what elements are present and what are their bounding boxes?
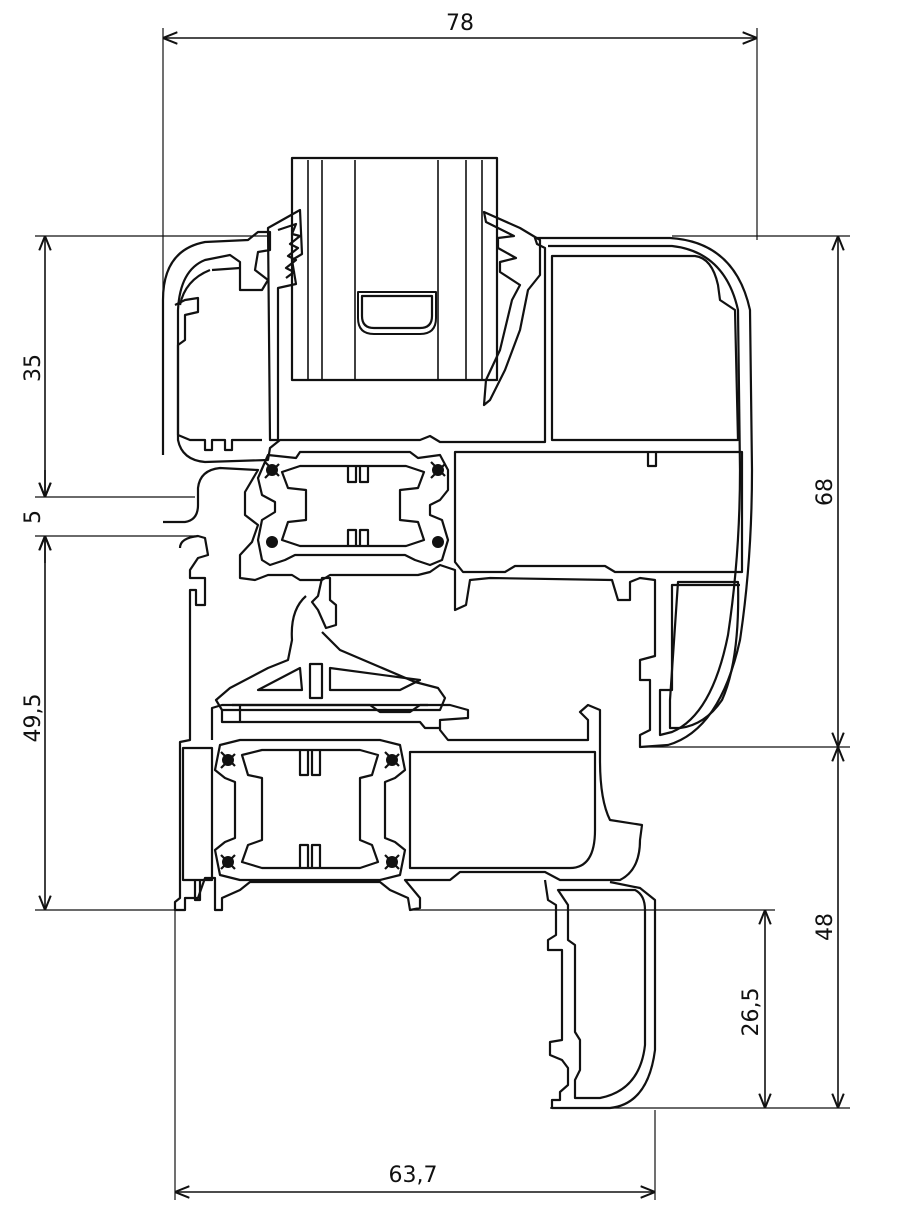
dim-49-5-label: 49,5	[21, 694, 46, 743]
dimension-labels: 78 63,7 35 5 49,5 68 48 26,5	[21, 11, 838, 1188]
drip-profile	[543, 879, 657, 1110]
frame-profile	[161, 230, 754, 749]
dimension-lines	[35, 28, 850, 1200]
dim-5-label: 5	[21, 510, 46, 524]
dim-48-label: 48	[813, 913, 838, 941]
dim-26-5-label: 26,5	[739, 988, 764, 1037]
centre-seal	[214, 576, 447, 712]
dim-35-label: 35	[21, 354, 46, 382]
dim-68-label: 68	[813, 478, 838, 506]
frame-thermal-break	[256, 450, 450, 567]
glazing-gaskets	[266, 208, 542, 442]
dim-63-7-label: 63,7	[389, 1163, 438, 1188]
dim-78-label: 78	[446, 11, 474, 36]
sash-profile	[173, 534, 644, 912]
glazing-unit	[290, 156, 499, 382]
